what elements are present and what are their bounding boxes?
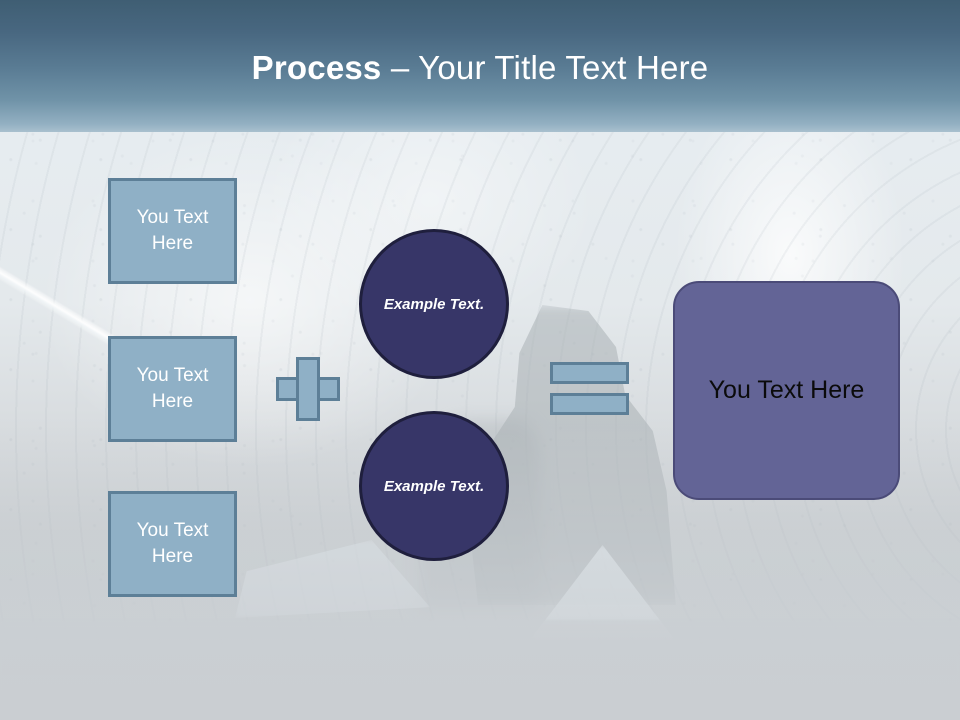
equals-icon-top-bar [550,362,629,384]
input-box-3[interactable]: You Text Here [108,491,237,597]
equals-icon [550,362,629,415]
input-box-2-label: You Text Here [136,365,209,412]
example-circle-2[interactable]: Example Text. [359,411,509,561]
page-title-rest: – Your Title Text Here [381,49,709,86]
output-box[interactable]: You Text Here [673,281,900,500]
input-box-1-label: You Text Here [136,207,209,254]
input-box-1[interactable]: You Text Here [108,178,237,284]
plus-icon [276,357,340,421]
equals-icon-bottom-bar [550,393,629,415]
page-title: Process – Your Title Text Here [0,48,960,88]
input-box-3-label: You Text Here [136,520,209,567]
page-title-strong: Process [251,49,382,86]
input-box-2[interactable]: You Text Here [108,336,237,442]
example-circle-1-label: Example Text. [383,295,485,313]
example-circle-2-label: Example Text. [383,477,485,495]
output-box-label: You Text Here [708,376,865,404]
plus-icon-center-fill [299,380,317,398]
slide-header-banner: Process – Your Title Text Here [0,0,960,132]
example-circle-1[interactable]: Example Text. [359,229,509,379]
